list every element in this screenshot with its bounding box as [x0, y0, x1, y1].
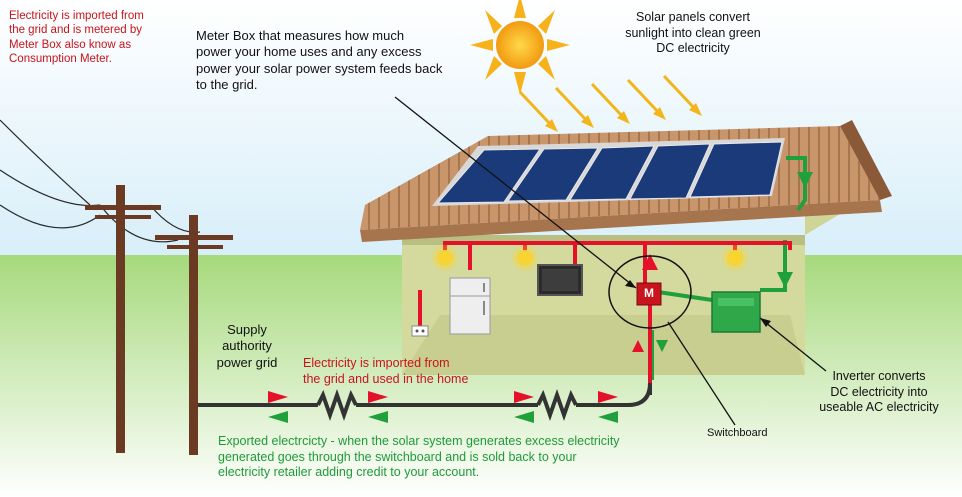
sun-icon — [470, 0, 570, 95]
label-solar-panels: Solar panels convert sunlight into clean… — [625, 10, 761, 56]
solar-panel — [569, 145, 655, 201]
label-meter-box: Meter Box that measures how much power y… — [196, 28, 443, 92]
solar-panels — [432, 138, 785, 206]
label-switchboard: Switchboard — [707, 427, 768, 439]
light-bulb-icon — [512, 245, 538, 271]
fridge-icon — [449, 277, 491, 335]
green-flow-arrow — [777, 272, 793, 288]
inverter-box — [711, 291, 761, 333]
red-flow-arrow-up — [642, 254, 658, 270]
green-flow-arrow — [797, 172, 813, 188]
sunlight-rays — [518, 74, 702, 132]
label-import-used: Electricity is imported from the grid an… — [303, 356, 469, 386]
label-inverter: Inverter converts DC electricity into us… — [819, 369, 939, 415]
label-exported: Exported electrcicty - when the solar sy… — [218, 434, 620, 480]
label-supply-grid: Supply authority power grid — [216, 322, 278, 370]
meter-box-icon — [636, 282, 662, 306]
inverter-callout-arrow — [760, 318, 771, 327]
meter-label: M — [644, 286, 654, 300]
export-arrows — [268, 340, 668, 423]
light-bulb-icon — [722, 245, 748, 271]
solar-panel — [507, 147, 599, 202]
power-outlet-icon — [411, 325, 429, 337]
import-arrows — [268, 340, 644, 403]
label-import-metered: Electricity is imported from the grid an… — [9, 10, 144, 66]
meter-highlight-ring — [608, 255, 692, 329]
tv-icon — [537, 264, 583, 296]
callout-lines — [394, 96, 827, 426]
meter-callout-arrow — [625, 280, 636, 288]
solar-panel — [436, 148, 541, 204]
solar-panel — [629, 143, 711, 200]
power-pole-right — [155, 215, 233, 455]
grid-supply-cable — [198, 382, 652, 422]
solar-panel — [689, 141, 783, 198]
light-bulb-icon — [432, 245, 458, 271]
power-pole-left — [85, 185, 161, 453]
house-interior-floor — [402, 315, 805, 375]
